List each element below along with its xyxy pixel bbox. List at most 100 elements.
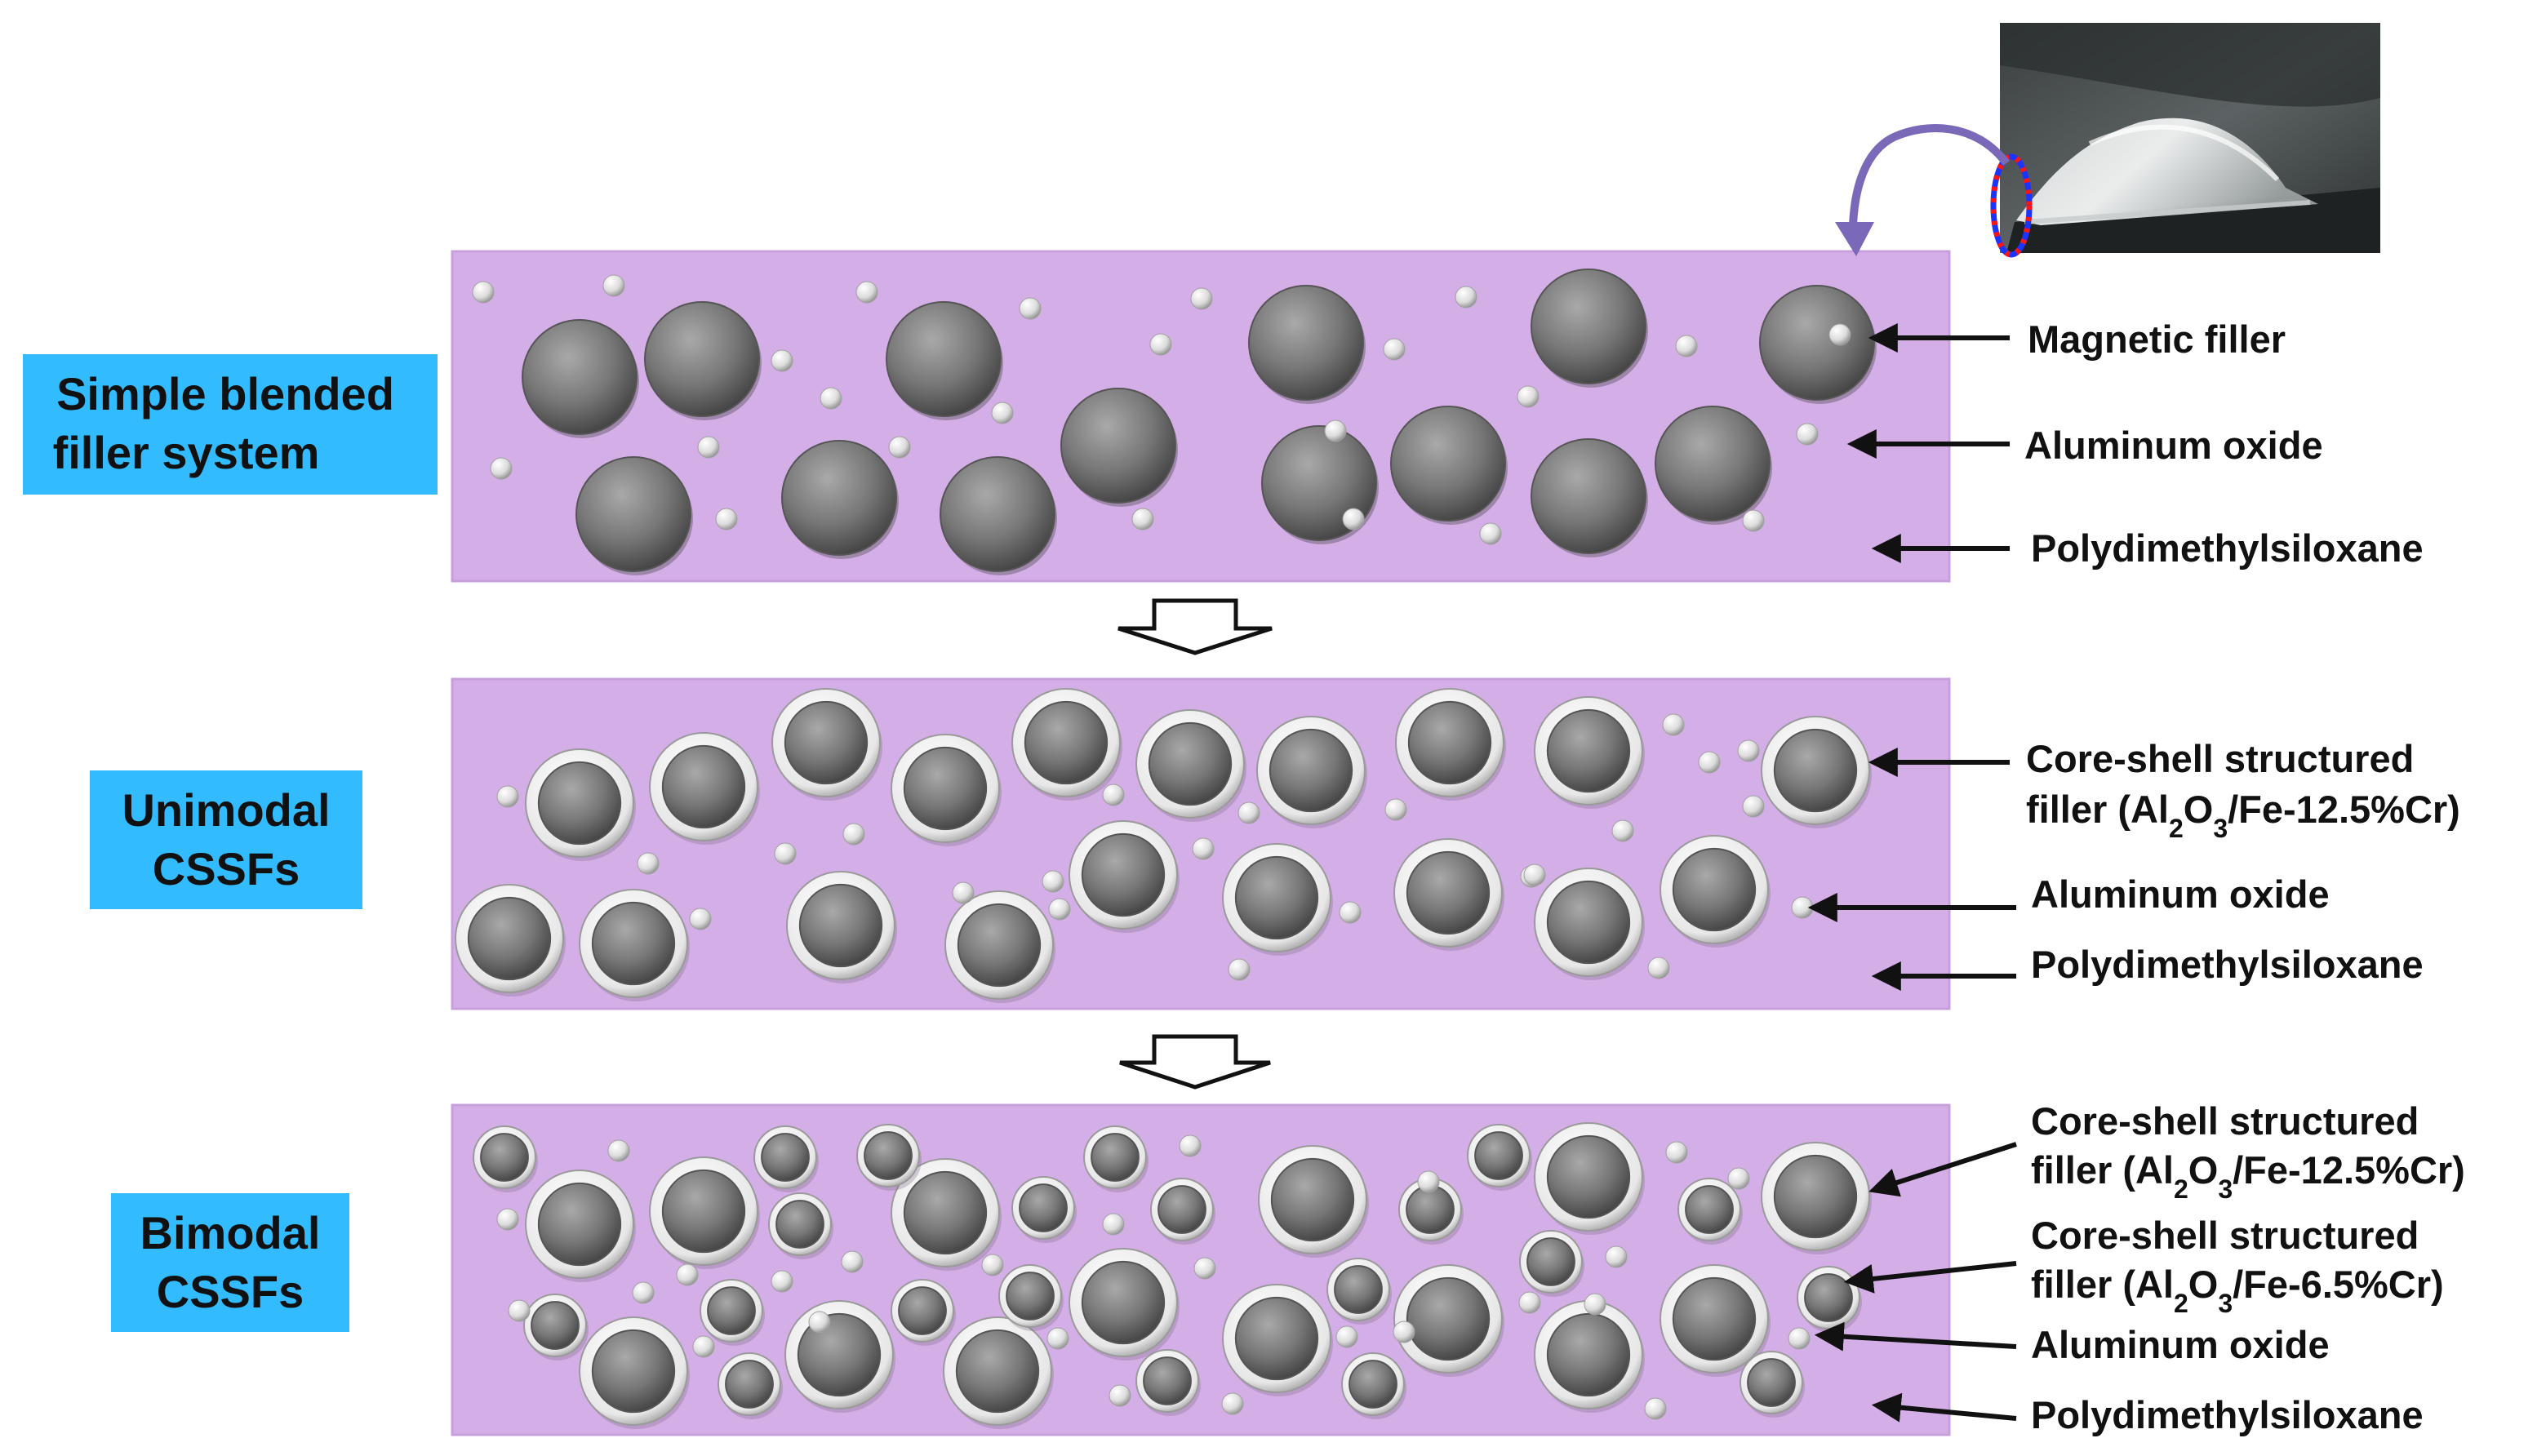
component-label: filler (Al2O3/Fe-12.5%Cr) <box>2026 788 2460 843</box>
magnetic-filler <box>1655 406 1771 522</box>
core-shell-core <box>707 1286 756 1335</box>
system-label-line: Bimodal <box>140 1207 321 1258</box>
core-shell-core <box>784 700 869 785</box>
component-label: Polydimethylsiloxane <box>2031 1393 2424 1436</box>
aluminum-oxide-particle <box>1662 713 1685 736</box>
system-label-line: CSSFs <box>153 843 300 894</box>
core-shell-core <box>903 1170 988 1255</box>
aluminum-oxide-particle <box>1048 898 1071 921</box>
particles-layer <box>455 688 1872 1003</box>
particles-layer <box>473 1122 1872 1429</box>
pointer-arrows <box>1807 323 2017 1423</box>
aluminum-oxide-particle <box>842 823 865 846</box>
pointer-arrow <box>1843 1261 2017 1294</box>
aluminum-oxide-particle <box>991 402 1014 424</box>
component-label: Core-shell structured <box>2031 1214 2419 1257</box>
core-shell-core <box>1024 700 1109 785</box>
aluminum-oxide-particle <box>490 457 513 480</box>
system-label-box: Simple blended filler system <box>23 354 438 495</box>
aluminum-oxide-particle <box>1192 837 1215 860</box>
core-shell-core <box>903 746 988 831</box>
aluminum-oxide-particle <box>1179 1134 1202 1157</box>
system-label-box: Unimodal CSSFs <box>90 770 362 909</box>
down-block-arrow-icon <box>1117 598 1273 655</box>
aluminum-oxide-particle <box>1339 901 1362 924</box>
aluminum-oxide-particle <box>508 1299 531 1322</box>
aluminum-oxide-particle <box>981 1254 1004 1276</box>
component-label: filler (Al2O3/Fe-12.5%Cr) <box>2031 1148 2465 1204</box>
core-shell-core <box>1406 1185 1455 1234</box>
magnetic-filler <box>1759 285 1875 401</box>
component-label: Polydimethylsiloxane <box>2031 526 2424 570</box>
core-shell-core <box>761 1133 810 1182</box>
particles-layer <box>472 269 1877 575</box>
aluminum-oxide-particle <box>1665 1141 1688 1164</box>
core-shell-core <box>1334 1265 1383 1314</box>
core-shell-core <box>1091 1133 1140 1182</box>
component-label: Aluminum oxide <box>2031 872 2330 916</box>
core-shell-core <box>537 761 622 846</box>
magnetic-filler <box>1248 285 1364 401</box>
aluminum-oxide-particle <box>1042 870 1064 893</box>
core-shell-core <box>467 896 552 981</box>
aluminum-oxide-particle <box>1102 783 1125 806</box>
core-shell-core <box>1406 1276 1491 1361</box>
aluminum-oxide-particle <box>820 387 842 410</box>
curved-callout-arrow-icon <box>1835 124 2010 256</box>
aluminum-oxide-particle <box>472 281 495 304</box>
core-shell-core <box>661 1169 746 1254</box>
core-shell-core <box>1546 1134 1631 1219</box>
aluminum-oxide-particle <box>1737 739 1760 762</box>
magnetic-filler <box>522 319 638 435</box>
aluminum-oxide-particle <box>496 785 519 808</box>
core-shell-core <box>661 744 746 829</box>
core-shell-core <box>1407 700 1492 785</box>
core-shell-core <box>1143 1356 1192 1405</box>
core-shell-core <box>1349 1360 1397 1409</box>
core-shell-core <box>1148 721 1233 806</box>
component-label: Core-shell structured <box>2026 737 2414 780</box>
aluminum-oxide-particle <box>607 1139 630 1162</box>
aluminum-oxide-particle <box>1383 338 1406 361</box>
component-label: Aluminum oxide <box>2031 1323 2330 1366</box>
component-labels: Magnetic filler Aluminum oxide Polydimet… <box>2024 317 2465 1436</box>
core-shell-core <box>1270 1157 1355 1242</box>
pointer-arrow <box>1814 1321 2017 1352</box>
magnetic-filler <box>1531 438 1646 554</box>
magnetic-filler <box>886 301 1002 417</box>
magnetic-filler <box>1060 388 1176 504</box>
core-shell-core <box>1234 855 1319 940</box>
aluminum-oxide-particle <box>1788 1327 1811 1350</box>
aluminum-oxide-particle <box>1393 1321 1415 1343</box>
core-shell-core <box>1546 708 1631 793</box>
aluminum-oxide-particle <box>1605 1245 1628 1268</box>
system-label-line: filler system <box>53 427 320 478</box>
aluminum-oxide-particle <box>841 1250 864 1273</box>
aluminum-oxide-particle <box>1190 287 1213 310</box>
magnetic-filler <box>781 440 897 556</box>
core-shell-core <box>864 1131 913 1180</box>
aluminum-oxide-particle <box>1237 801 1260 824</box>
aluminum-oxide-particle <box>1518 1291 1541 1314</box>
core-shell-core <box>957 903 1042 988</box>
system-label-line: Simple blended <box>56 368 394 419</box>
magnetic-filler <box>1390 406 1506 522</box>
aluminum-oxide-particle <box>1479 522 1502 545</box>
core-shell-core <box>1773 728 1858 813</box>
aluminum-oxide-particle <box>855 281 878 304</box>
core-shell-core <box>1747 1358 1796 1407</box>
aluminum-oxide-particle <box>1335 1325 1358 1348</box>
aluminum-oxide-particle <box>1019 297 1042 320</box>
core-shell-core <box>797 1312 882 1397</box>
aluminum-oxide-particle <box>1727 1167 1750 1190</box>
core-shell-core <box>1672 1276 1757 1361</box>
aluminum-oxide-particle <box>808 1311 831 1334</box>
system-label-box: Bimodal CSSFs <box>111 1193 349 1332</box>
aluminum-oxide-particle <box>1791 896 1814 919</box>
magnetic-filler <box>644 301 760 417</box>
aluminum-oxide-particle <box>1644 1397 1667 1420</box>
aluminum-oxide-particle <box>1611 819 1634 842</box>
aluminum-oxide-particle <box>888 436 911 459</box>
core-shell-core <box>537 1182 622 1267</box>
